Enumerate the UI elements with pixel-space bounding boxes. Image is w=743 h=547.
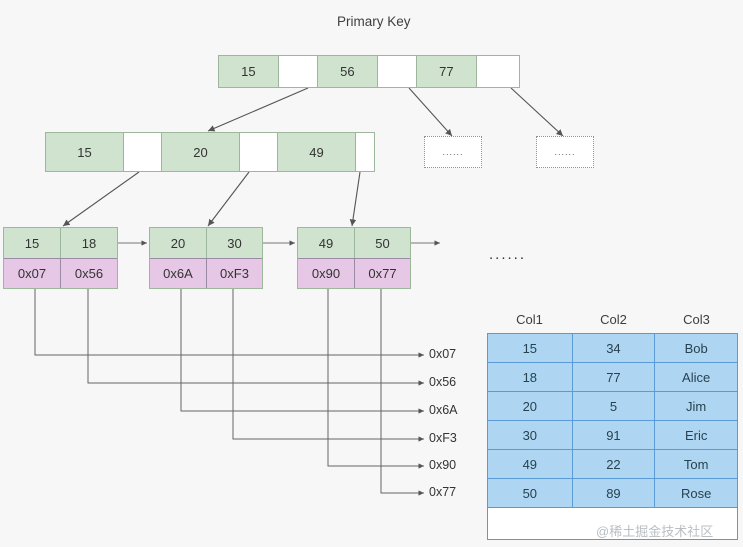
- leaf-3-pointer-1[interactable]: 0x77: [368, 266, 397, 281]
- leaf-3-key-row: 49 50: [298, 228, 410, 259]
- cell-r1-c2[interactable]: Alice: [654, 362, 738, 392]
- placeholder-node-1[interactable]: ......: [424, 136, 482, 168]
- cell-r3-c0[interactable]: 30: [487, 420, 573, 450]
- table-row[interactable]: 49 22 Tom: [487, 449, 738, 479]
- table-header-col1: Col1: [516, 311, 543, 327]
- cell-r5-c1[interactable]: 89: [571, 478, 656, 508]
- leaf-1-key-0[interactable]: 15: [4, 228, 61, 258]
- table-empty-row: [487, 507, 738, 540]
- leaf-2-pointer-0[interactable]: 0x6A: [150, 259, 207, 288]
- table-row[interactable]: 15 34 Bob: [487, 333, 738, 363]
- internal-key-cell-2[interactable]: 49: [278, 133, 356, 171]
- placeholder-node-2[interactable]: ......: [536, 136, 594, 168]
- leaf-node-3[interactable]: 49 50 0x90 0x77: [297, 227, 411, 289]
- leaf-1-pointer-1[interactable]: 0x56: [74, 266, 104, 281]
- address-label-2: 0x6A: [429, 403, 458, 417]
- internal-pointer-cell-2[interactable]: [356, 133, 374, 171]
- cell-r1-c0[interactable]: 18: [487, 362, 573, 392]
- cell-r3-c1[interactable]: 91: [571, 420, 656, 450]
- cell-r0-c0[interactable]: 15: [487, 333, 573, 363]
- cell-r4-c1[interactable]: 22: [571, 449, 656, 479]
- cell-r5-c0[interactable]: 50: [487, 478, 573, 508]
- leaf-chain-ellipsis: ......: [489, 246, 527, 263]
- address-label-1: 0x56: [429, 375, 457, 389]
- cell-r5-c2[interactable]: Rose: [654, 478, 738, 508]
- root-pointer-cell-2[interactable]: [476, 56, 519, 87]
- leaf-node-1[interactable]: 15 18 0x07 0x56: [3, 227, 118, 289]
- cell-r4-c2[interactable]: Tom: [654, 449, 738, 479]
- cell-r2-c0[interactable]: 20: [487, 391, 573, 421]
- internal-key-cell-0[interactable]: 15: [46, 133, 124, 171]
- root-node[interactable]: 15 56 77: [218, 55, 520, 88]
- root-key-cell-0[interactable]: 15: [219, 56, 279, 87]
- cell-r0-c1[interactable]: 34: [571, 333, 656, 363]
- cell-r2-c1[interactable]: 5: [571, 391, 656, 421]
- watermark: @稀土掘金技术社区: [596, 524, 714, 539]
- leaf-1-pointer-0[interactable]: 0x07: [4, 259, 61, 288]
- address-label-3: 0xF3: [429, 431, 457, 445]
- table-row[interactable]: 20 5 Jim: [487, 391, 738, 421]
- root-pointer-cell-0[interactable]: [278, 56, 319, 87]
- table-row[interactable]: 18 77 Alice: [487, 362, 738, 392]
- cell-r3-c2[interactable]: Eric: [654, 420, 738, 450]
- address-label-0: 0x07: [429, 347, 457, 361]
- cell-r4-c0[interactable]: 49: [487, 449, 573, 479]
- cell-r1-c1[interactable]: 77: [571, 362, 656, 392]
- leaf-node-2[interactable]: 20 30 0x6A 0xF3: [149, 227, 263, 289]
- internal-pointer-cell-1[interactable]: [240, 133, 278, 171]
- data-table[interactable]: 15 34 Bob 18 77 Alice 20 5 Jim 30 91 Eri…: [487, 333, 738, 540]
- leaf-1-key-1[interactable]: 18: [81, 235, 97, 251]
- leaf-1-pointer-row: 0x07 0x56: [4, 259, 117, 288]
- leaf-3-key-1[interactable]: 50: [375, 235, 390, 251]
- leaf-2-pointer-1[interactable]: 0xF3: [220, 266, 249, 281]
- table-row[interactable]: 50 89 Rose: [487, 478, 738, 508]
- root-key-cell-2[interactable]: 77: [417, 56, 477, 87]
- leaf-3-key-0[interactable]: 49: [298, 228, 355, 258]
- internal-node[interactable]: 15 20 49: [45, 132, 375, 172]
- cell-r2-c2[interactable]: Jim: [654, 391, 738, 421]
- root-pointer-cell-1[interactable]: [377, 56, 418, 87]
- address-label-5: 0x77: [429, 485, 457, 499]
- leaf-2-pointer-row: 0x6A 0xF3: [150, 259, 262, 288]
- leaf-2-key-1[interactable]: 30: [227, 235, 242, 251]
- internal-pointer-cell-0[interactable]: [124, 133, 162, 171]
- table-header-col3: Col3: [683, 311, 710, 327]
- table-header-row: Col1 Col2 Col3: [487, 308, 738, 330]
- table-empty-cell: [487, 507, 738, 540]
- internal-key-cell-1[interactable]: 20: [162, 133, 240, 171]
- leaf-3-pointer-0[interactable]: 0x90: [298, 259, 355, 288]
- root-key-cell-1[interactable]: 56: [318, 56, 378, 87]
- leaf-3-pointer-row: 0x90 0x77: [298, 259, 410, 288]
- page-title: Primary Key: [337, 14, 411, 29]
- table-row[interactable]: 30 91 Eric: [487, 420, 738, 450]
- leaf-1-key-row: 15 18: [4, 228, 117, 259]
- cell-r0-c2[interactable]: Bob: [654, 333, 738, 363]
- leaf-2-key-0[interactable]: 20: [150, 228, 207, 258]
- table-header-col2: Col2: [600, 311, 627, 327]
- leaf-2-key-row: 20 30: [150, 228, 262, 259]
- address-label-4: 0x90: [429, 458, 457, 472]
